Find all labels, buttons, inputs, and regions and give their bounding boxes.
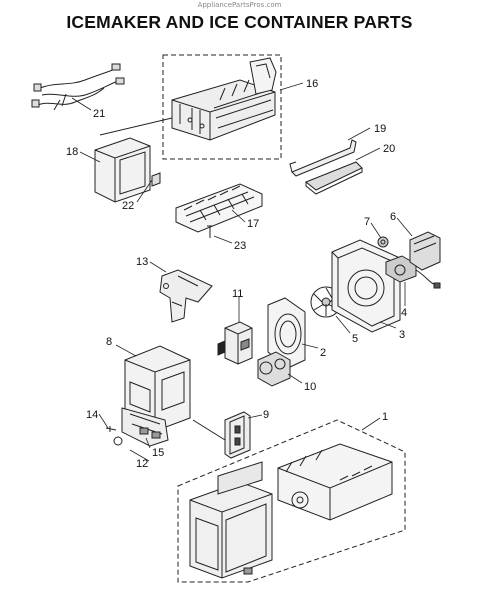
callout-19: 19 bbox=[374, 123, 386, 135]
callout-10: 10 bbox=[304, 381, 316, 393]
ice-door-part bbox=[224, 411, 251, 459]
callout-11: 11 bbox=[232, 288, 243, 300]
ice-container-part bbox=[189, 443, 393, 579]
leader-9-housing bbox=[192, 419, 226, 441]
callout-12: 12 bbox=[136, 458, 148, 470]
callout-15: 15 bbox=[152, 447, 164, 459]
callout-20: 20 bbox=[383, 143, 395, 155]
callout-7: 7 bbox=[364, 216, 370, 228]
auger-motor-part bbox=[257, 351, 291, 387]
callout-14: 14 bbox=[86, 409, 98, 421]
icemaker-dashed-box bbox=[162, 54, 282, 160]
callout-9: 9 bbox=[263, 409, 269, 421]
fan-shroud-part bbox=[267, 297, 306, 369]
leader-16-harness bbox=[99, 117, 173, 136]
watermark: AppliancePartsPros.com bbox=[197, 1, 282, 9]
wire-harness-part bbox=[31, 63, 125, 111]
bracket-part bbox=[289, 139, 357, 177]
ice-container-dashed-box bbox=[177, 419, 406, 583]
screw-part bbox=[207, 225, 213, 238]
callout-18: 18 bbox=[66, 146, 78, 158]
callout-23: 23 bbox=[234, 240, 246, 252]
diagram-title: ICEMAKER AND ICE CONTAINER PARTS bbox=[66, 12, 413, 32]
callout-16: 16 bbox=[306, 78, 318, 90]
callout-6: 6 bbox=[390, 211, 396, 223]
callout-17: 17 bbox=[247, 218, 259, 230]
actuator-part bbox=[121, 407, 169, 447]
switch-part bbox=[217, 321, 253, 365]
icemaker-cover-part bbox=[94, 137, 151, 203]
gear-part bbox=[377, 236, 389, 248]
callout-3: 3 bbox=[399, 329, 405, 341]
fill-cup-part bbox=[305, 161, 363, 195]
callout-5: 5 bbox=[352, 333, 358, 345]
damper-part bbox=[409, 231, 441, 271]
callout-8: 8 bbox=[106, 336, 112, 348]
ice-mold-part bbox=[175, 183, 263, 233]
callout-1: 1 bbox=[382, 411, 388, 423]
spring-part bbox=[105, 426, 123, 446]
auger-bracket-part bbox=[159, 269, 213, 323]
callout-22: 22 bbox=[122, 200, 134, 212]
callout-13: 13 bbox=[136, 256, 148, 268]
callout-21: 21 bbox=[93, 108, 105, 120]
callout-labels: 16 21 18 19 20 22 17 23 7 6 4 5 3 2 10 1… bbox=[66, 78, 407, 470]
callout-4: 4 bbox=[401, 307, 407, 319]
clip-part bbox=[151, 172, 161, 187]
callout-2: 2 bbox=[320, 347, 326, 359]
leader-lines bbox=[71, 82, 413, 462]
fan-housing-part bbox=[331, 239, 401, 333]
icemaker-part bbox=[171, 57, 277, 141]
fan-motor-part bbox=[385, 255, 441, 289]
